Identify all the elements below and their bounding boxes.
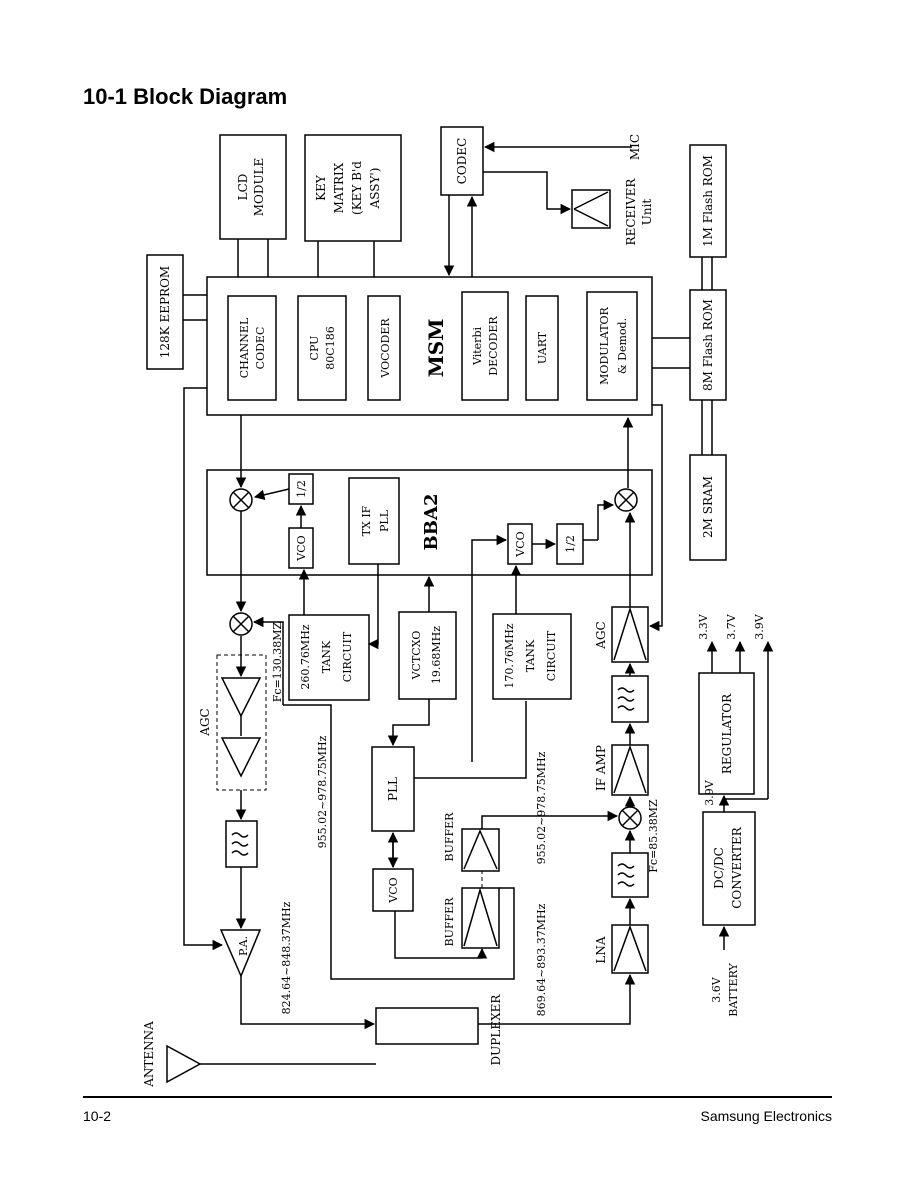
antenna-block: ANTENNA — [142, 1021, 202, 1088]
dcdc-label-1: DC/DC — [712, 847, 726, 889]
receiver-block: RECEIVER Unit — [571, 178, 654, 246]
pa-label: P.A. — [237, 936, 250, 956]
vco-block: VCO — [372, 868, 414, 912]
if-amp-label: IF AMP — [594, 745, 608, 791]
agc-tx-label: AGC — [198, 708, 212, 736]
lo-freq-rx-label: 955.02~978.75MHz — [535, 751, 548, 864]
tank170-label-2: TANK — [524, 639, 537, 672]
v33-label: 3.3V — [697, 613, 710, 639]
modulator-label-1: MODULATOR — [598, 306, 611, 384]
v39-out-label: 3.9V — [753, 613, 766, 639]
tx-chain: Fc=130.38MZ AGC P.A. 824.64~848.37MHz — [198, 612, 293, 1014]
vocoder-label: VOCODER — [379, 318, 392, 379]
tx-freq-label: 824.64~848.37MHz — [280, 901, 293, 1014]
vco-rx-label: VCO — [514, 531, 527, 557]
receiver-label-1: RECEIVER — [624, 178, 638, 246]
key-matrix-block: KEY MATRIX (KEY B'd ASSY') — [304, 134, 402, 242]
flash-1m-block: 1M Flash ROM — [689, 144, 727, 258]
dcdc-block: DC/DC CONVERTER — [702, 811, 756, 926]
cpu-label-1: CPU — [308, 336, 321, 361]
rx-chain: AGC IF AMP Fc=85.38MZ LNA — [594, 606, 660, 974]
footer-rule — [83, 1096, 832, 1098]
vctcxo-block: VCTCXO 19.68MHz — [398, 611, 457, 700]
company-name: Samsung Electronics — [700, 1108, 832, 1124]
uart-label: UART — [536, 331, 549, 364]
viterbi-label-1: Viterbi — [471, 327, 484, 366]
rx-freq-label: 869.64~893.37MHz — [535, 903, 548, 1016]
bba2-label: BBA2 — [421, 494, 442, 551]
vctcxo-label-1: VCTCXO — [410, 631, 423, 681]
bba2-block: BBA2 1/2 VCO TX IF PLL VCO 1/2 — [206, 469, 653, 576]
tank170-label-1: 170.76MHz — [503, 623, 516, 688]
txif-label-1: TX IF — [360, 505, 373, 536]
buffer-label-2: BUFFER — [443, 897, 456, 947]
channel-codec-label-1: CHANNEL — [238, 317, 251, 378]
cpu-label-2: 80C186 — [324, 326, 337, 369]
key-label-2: MATRIX — [332, 162, 346, 213]
tank260-label-3: CIRCUIT — [341, 631, 354, 682]
receiver-label-2: Unit — [640, 199, 654, 226]
divider-rx-label: 1/2 — [564, 535, 577, 553]
flash-8m-label: 8M Flash ROM — [701, 299, 715, 391]
msm-block: CHANNEL CODEC CPU 80C186 VOCODER MSM Vit… — [206, 276, 653, 416]
page-title: 10-1 Block Diagram — [83, 84, 288, 109]
tank-170-block: 170.76MHz TANK CIRCUIT — [492, 613, 572, 700]
sram-label: 2M SRAM — [701, 476, 715, 538]
agc-rx-label: AGC — [594, 621, 608, 649]
vco-tx-label: VCO — [295, 535, 308, 561]
battery-label-2: BATTERY — [727, 962, 740, 1016]
v37-label: 3.7V — [725, 613, 738, 639]
viterbi-label-2: DECODER — [487, 316, 500, 376]
lcd-module-block: LCD MODULE — [219, 134, 287, 240]
buffer-label-1: BUFFER — [443, 812, 456, 862]
dcdc-label-2: CONVERTER — [730, 826, 744, 909]
flash-8m-block: 8M Flash ROM — [689, 289, 727, 401]
codec-label: CODEC — [455, 138, 469, 185]
eeprom-block: 128K EEPROM — [146, 254, 184, 370]
page-number: 10-2 — [83, 1108, 112, 1124]
eeprom-label: 128K EEPROM — [158, 266, 172, 358]
v39-in-label: 3.9V — [703, 779, 716, 805]
tank260-label-2: TANK — [320, 640, 333, 673]
vco-label: VCO — [387, 877, 400, 903]
fc-tx-label: Fc=130.38MZ — [271, 621, 284, 702]
fc-rx-label: Fc=85.38MZ — [647, 799, 660, 873]
pll-block: PLL — [371, 746, 415, 832]
flash-1m-label: 1M Flash ROM — [701, 155, 715, 247]
txif-label-2: PLL — [378, 509, 391, 532]
regulator-label: REGULATOR — [720, 693, 734, 774]
connection-lines — [183, 141, 774, 1065]
lcd-label-1: LCD — [236, 174, 250, 201]
tank260-label-1: 260.76MHz — [299, 624, 312, 689]
battery-label-1: 3.6V — [710, 976, 723, 1002]
antenna-label: ANTENNA — [142, 1021, 156, 1088]
duplexer-block: DUPLEXER — [375, 994, 503, 1066]
lcd-label-2: MODULE — [252, 158, 266, 217]
regulator-block: REGULATOR — [698, 672, 755, 795]
sram-block: 2M SRAM — [689, 454, 727, 561]
codec-block: CODEC — [440, 126, 484, 196]
duplexer-label: DUPLEXER — [489, 994, 503, 1066]
key-label-1: KEY — [314, 174, 328, 201]
buffer-blocks: BUFFER BUFFER — [443, 812, 500, 949]
vctcxo-label-2: 19.68MHz — [430, 626, 443, 684]
tank170-label-3: CIRCUIT — [545, 630, 558, 681]
mic-label: MIC — [628, 134, 642, 160]
modulator-label-2: & Demod. — [616, 318, 629, 374]
msm-label: MSM — [424, 319, 448, 378]
lna-label: LNA — [594, 936, 608, 963]
divider-tx-label: 1/2 — [295, 480, 308, 498]
key-label-4: ASSY') — [368, 168, 382, 210]
tank-260-block: 260.76MHz TANK CIRCUIT — [288, 614, 370, 701]
pll-label: PLL — [386, 777, 400, 801]
key-label-3: (KEY B'd — [350, 161, 364, 215]
channel-codec-label-2: CODEC — [254, 327, 267, 370]
lo-freq-label: 955.02~978.75MHz — [316, 735, 329, 848]
